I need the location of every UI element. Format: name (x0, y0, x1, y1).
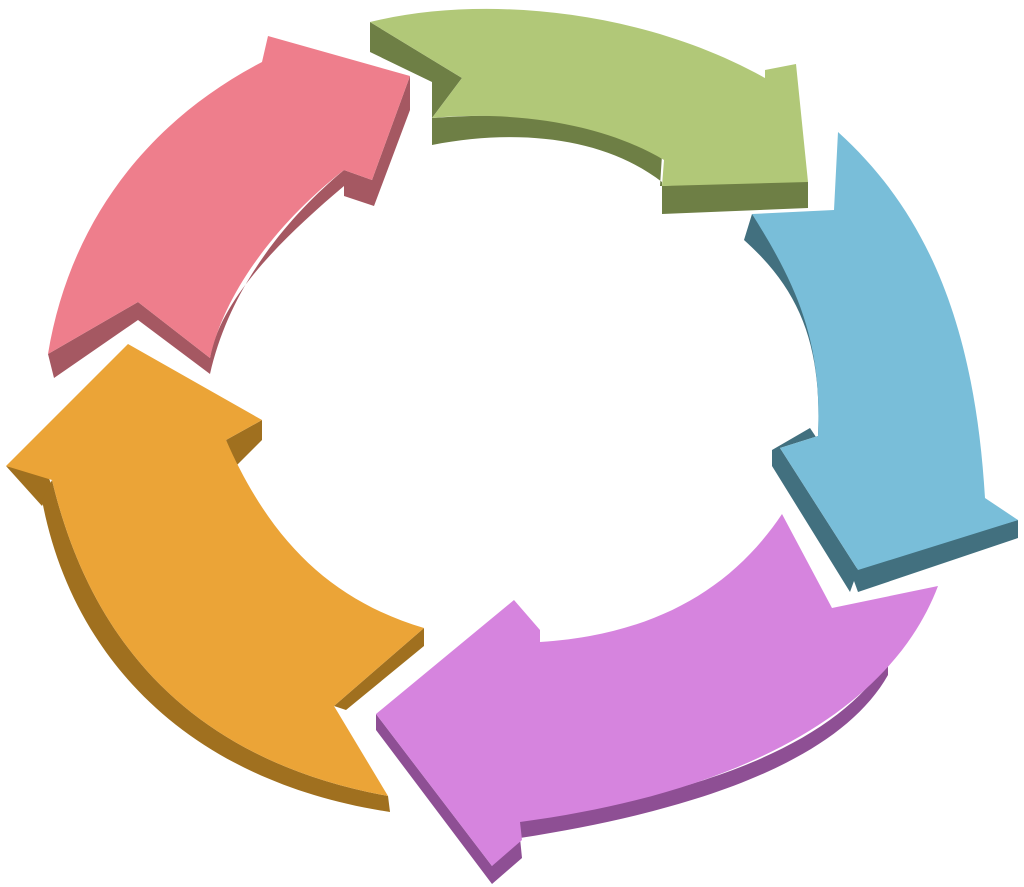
orange-arrow-side-outer (42, 480, 390, 812)
purple-arrow-face (376, 514, 938, 866)
blue-arrow (744, 132, 1018, 592)
orange-arrow (6, 344, 424, 812)
green-arrow-side (370, 22, 808, 214)
pink-arrow (48, 36, 410, 378)
orange-arrow-side-notch (226, 420, 262, 466)
blue-arrow-side (744, 214, 858, 592)
green-arrow (370, 8, 808, 214)
pink-arrow-face (48, 36, 410, 358)
pink-arrow-side-bottom (48, 302, 210, 378)
green-arrow-face (370, 8, 808, 186)
orange-arrow-side-tail (334, 628, 424, 710)
purple-arrow (376, 514, 938, 884)
blue-arrow-face (752, 132, 1018, 570)
orange-arrow-face (6, 344, 424, 796)
blue-arrow-bottom (850, 520, 1018, 592)
